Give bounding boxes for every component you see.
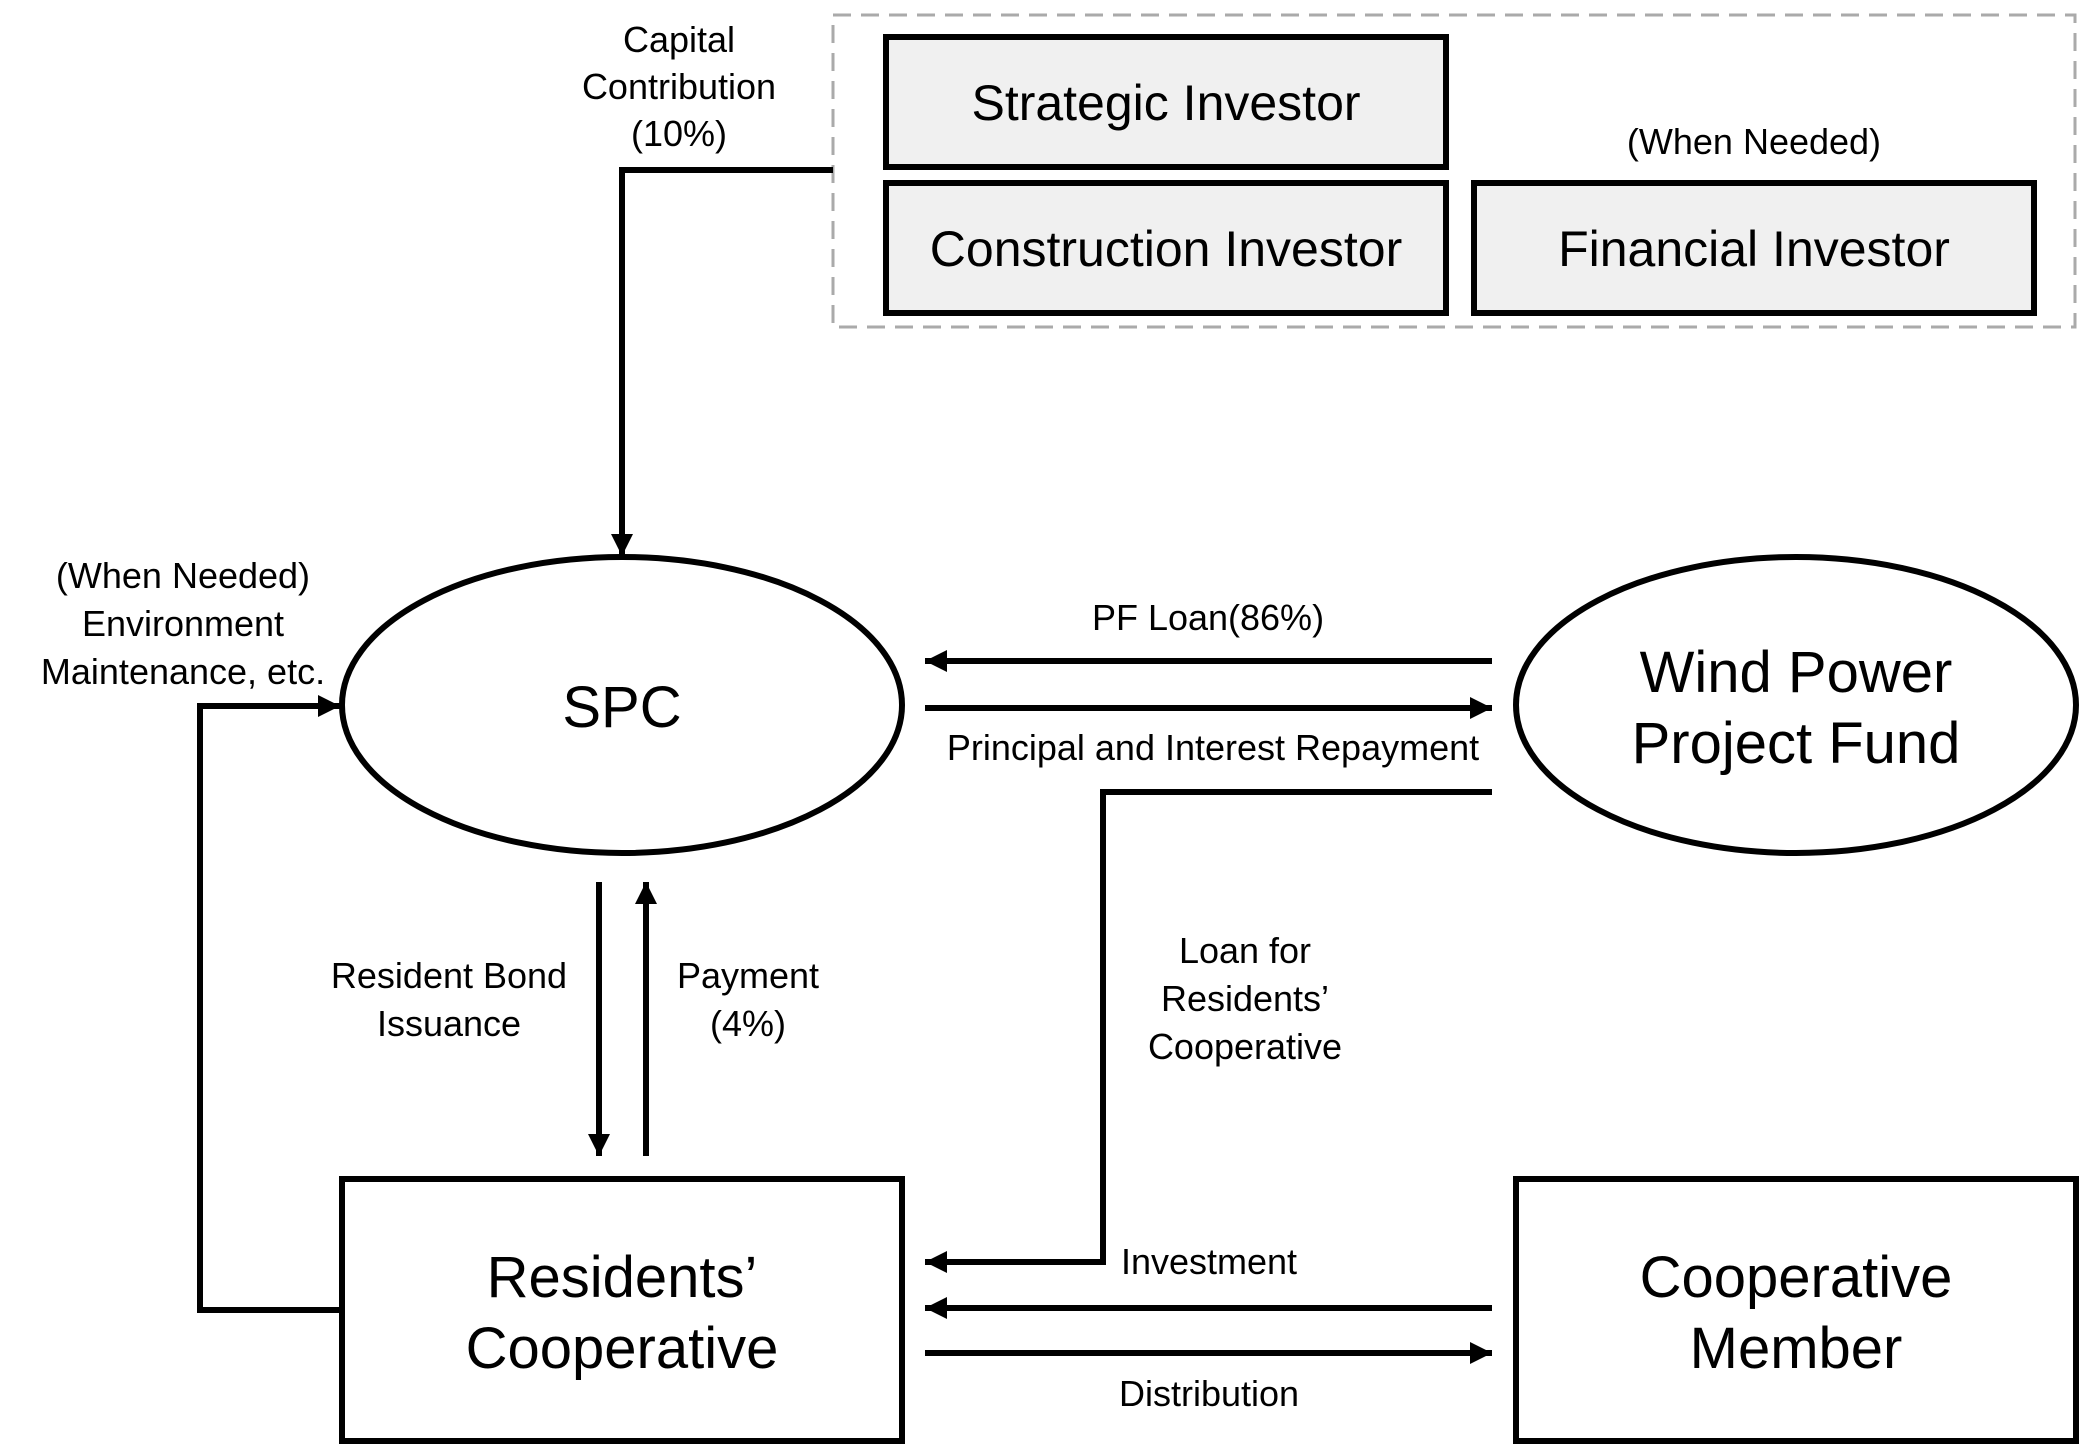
environment-arrow (197, 695, 342, 1313)
svg-text:(4%): (4%) (710, 1003, 786, 1044)
spc-label: SPC (562, 675, 681, 740)
capital-contribution-arrow (611, 167, 833, 556)
financial-investor-label: Financial Investor (1558, 221, 1950, 277)
construction-investor-label: Construction Investor (930, 221, 1402, 277)
coop-member-line2: Member (1690, 1316, 1903, 1381)
svg-text:(10%): (10%) (631, 113, 727, 154)
svg-text:Payment: Payment (677, 955, 819, 996)
pf-loan-label: PF Loan(86%) (1092, 597, 1324, 638)
resident-bond-label: Resident Bond Issuance (331, 955, 567, 1044)
svg-text:Contribution: Contribution (582, 66, 776, 107)
capital-contribution-label: Capital Contribution (10%) (582, 19, 776, 154)
svg-text:Residents’: Residents’ (1161, 978, 1329, 1019)
strategic-investor-label: Strategic Investor (971, 75, 1360, 131)
svg-text:Issuance: Issuance (377, 1003, 521, 1044)
payment-label: Payment (4%) (677, 955, 819, 1044)
svg-text:(When Needed): (When Needed) (56, 555, 310, 596)
svg-text:Loan for: Loan for (1179, 930, 1311, 971)
wind-power-fund-node: Wind Power Project Fund (1513, 554, 2079, 856)
svg-text:Maintenance, etc.: Maintenance, etc. (41, 651, 325, 692)
construction-investor-box: Construction Investor (883, 180, 1449, 316)
svg-text:Capital: Capital (623, 19, 735, 60)
fund-label-line1: Wind Power (1640, 640, 1953, 705)
coop-loan-arrow (925, 789, 1492, 1273)
strategic-investor-box: Strategic Investor (883, 34, 1449, 170)
svg-text:Resident Bond: Resident Bond (331, 955, 567, 996)
fund-label-line2: Project Fund (1632, 711, 1961, 776)
financial-investor-note: (When Needed) (1627, 121, 1881, 162)
svg-text:Cooperative: Cooperative (1148, 1026, 1342, 1067)
repayment-label: Principal and Interest Repayment (947, 727, 1479, 768)
spc-node: SPC (339, 554, 905, 856)
svg-text:Environment: Environment (82, 603, 284, 644)
investment-label: Investment (1121, 1241, 1297, 1282)
coop-loan-label: Loan for Residents’ Cooperative (1148, 930, 1342, 1067)
residents-cooperative-box: Residents’ Cooperative (339, 1176, 905, 1444)
financial-investor-box: Financial Investor (1471, 180, 2037, 316)
distribution-label: Distribution (1119, 1373, 1299, 1414)
residents-coop-line2: Cooperative (466, 1316, 779, 1381)
coop-member-line1: Cooperative (1640, 1245, 1953, 1310)
cooperative-member-box: Cooperative Member (1513, 1176, 2079, 1444)
environment-label: (When Needed) Environment Maintenance, e… (41, 555, 325, 692)
residents-coop-line1: Residents’ (487, 1245, 758, 1310)
